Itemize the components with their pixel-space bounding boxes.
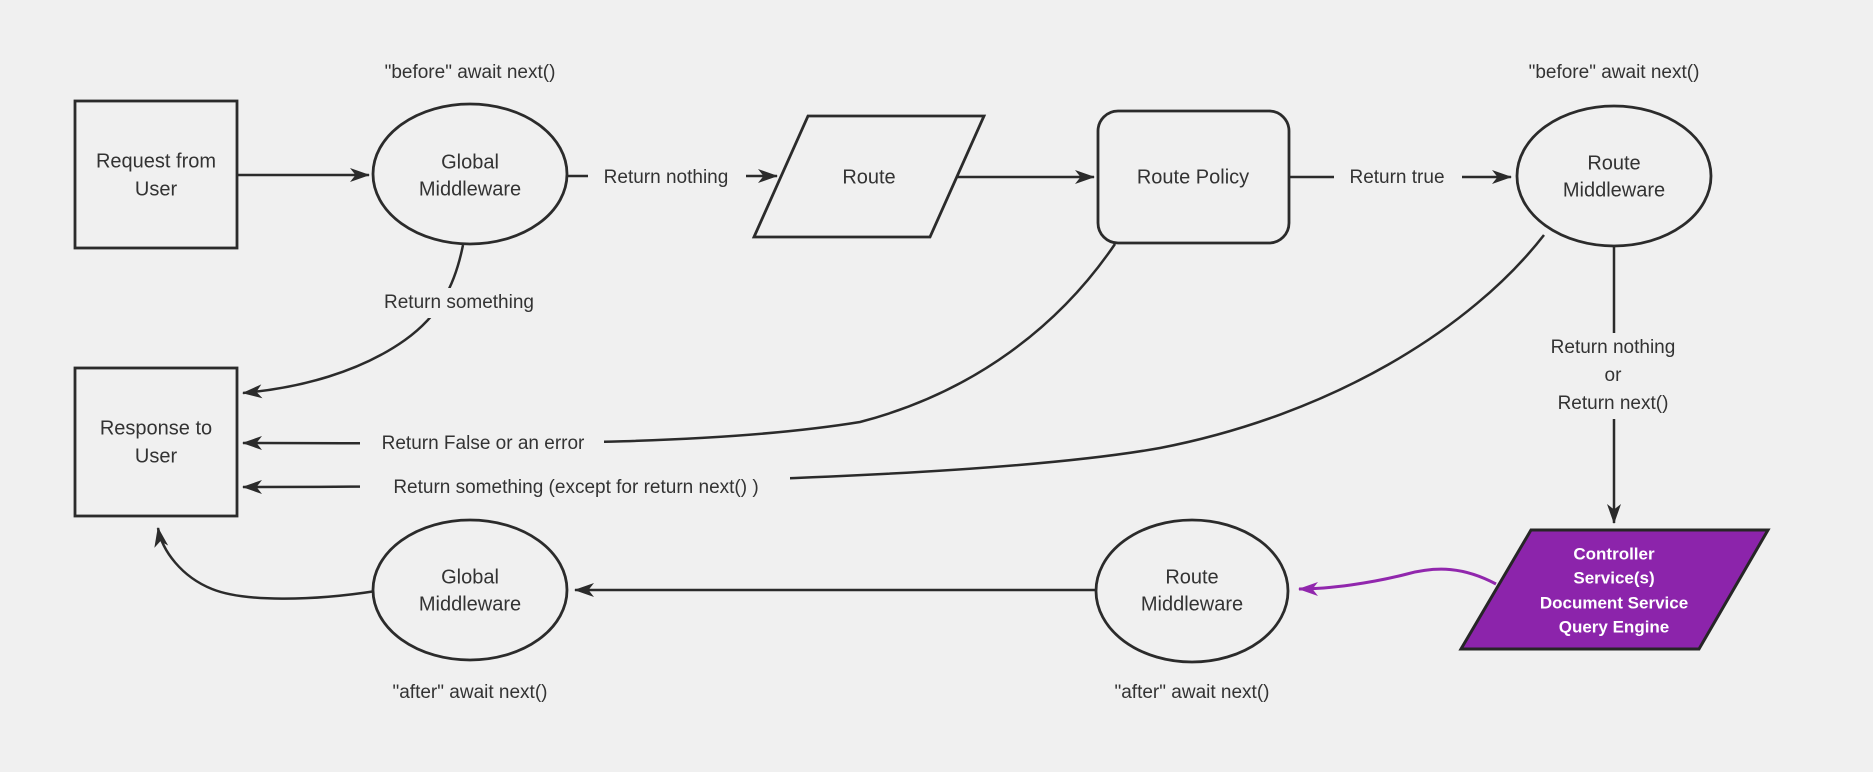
edge-label-return-something: Return something [384, 292, 534, 313]
label-controller-line4: Query Engine [1559, 617, 1670, 636]
label-route-middleware-bottom-line2: Middleware [1141, 593, 1243, 615]
edge-label-bg [360, 472, 790, 502]
edge-return-false-to-response [242, 243, 1117, 451]
edge-label-return-nothing-or-line3: Return next() [1558, 393, 1669, 414]
node-route-middleware-top [1515, 104, 1713, 248]
edge-controller-to-route-middleware-bottom [1298, 567, 1497, 596]
edge-label-return-false-or-error: Return False or an error [382, 433, 585, 454]
edge-label-bg [366, 288, 552, 318]
label-route: Route [842, 166, 895, 188]
edge-return-something-to-response [242, 244, 465, 399]
label-global-middleware-bottom-line1: Global [441, 566, 499, 588]
label-request-from-user-line1: Request from [96, 150, 216, 172]
annotation-after-await-global: "after" await next() [393, 682, 548, 703]
edge-label-return-something-except: Return something (except for return next… [393, 477, 758, 498]
label-controller-line2: Service(s) [1573, 568, 1654, 587]
annotation-after-await-route: "after" await next() [1115, 682, 1270, 703]
node-request-from-user [73, 99, 239, 250]
annotation-before-await-global: "before" await next() [385, 62, 556, 83]
edge-label-bg [588, 162, 746, 192]
edge-global-middleware-bottom-to-response [154, 527, 377, 600]
node-global-middleware-bottom [371, 518, 569, 662]
label-route-policy: Route Policy [1137, 166, 1249, 188]
label-response-to-user-line2: User [135, 445, 178, 467]
node-route-middleware-bottom [1094, 518, 1290, 664]
label-global-middleware-top-line1: Global [441, 151, 499, 173]
label-response-to-user-line1: Response to [100, 417, 212, 439]
node-global-middleware-top [371, 102, 569, 246]
edge-label-bg [1334, 162, 1462, 192]
label-route-middleware-top-line2: Middleware [1563, 179, 1665, 201]
label-route-middleware-top-line1: Route [1587, 152, 1640, 174]
edge-label-return-true: Return true [1349, 167, 1444, 188]
edge-label-bg [1528, 333, 1700, 419]
node-route-policy [1096, 109, 1291, 245]
edge-label-return-nothing: Return nothing [604, 167, 729, 188]
edge-label-bg [360, 428, 604, 458]
label-global-middleware-top-line2: Middleware [419, 178, 521, 200]
annotation-before-await-route: "before" await next() [1529, 62, 1700, 83]
label-request-from-user-line2: User [135, 178, 178, 200]
edge-label-return-nothing-or-line1: Return nothing [1551, 337, 1676, 358]
edge-label-return-nothing-or-line2: or [1605, 365, 1623, 386]
node-route [751, 114, 987, 239]
label-controller-line3: Document Service [1540, 593, 1688, 612]
node-response-to-user [73, 366, 239, 518]
label-route-middleware-bottom-line1: Route [1165, 566, 1218, 588]
node-controller-services [1458, 528, 1771, 651]
label-global-middleware-bottom-line2: Middleware [419, 593, 521, 615]
label-controller-line1: Controller [1573, 544, 1655, 563]
